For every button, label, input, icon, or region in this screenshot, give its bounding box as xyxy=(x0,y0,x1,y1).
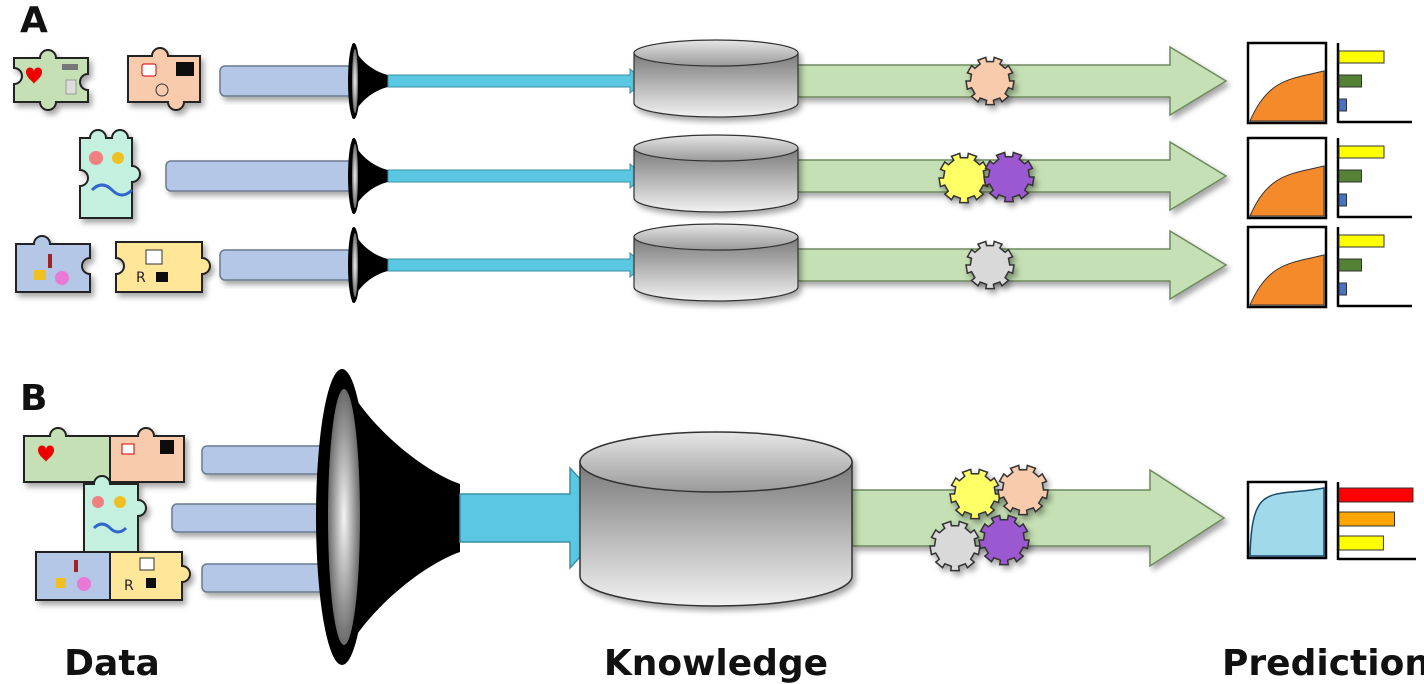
funnel-small xyxy=(348,227,388,303)
pill-icon xyxy=(34,270,46,280)
chart-icon xyxy=(74,560,78,572)
puzzle-piece-yellow xyxy=(109,551,191,601)
puzzle-piece-peach xyxy=(109,427,185,483)
speech-bubble-icon xyxy=(160,440,174,454)
dna-icon xyxy=(92,522,128,534)
brain-icon xyxy=(89,151,103,165)
prediction-bar xyxy=(1338,145,1385,159)
data-label: Data xyxy=(64,643,160,684)
knowledge-database xyxy=(633,39,799,118)
prediction-bar xyxy=(1338,74,1362,88)
pipeline-row xyxy=(219,39,1412,125)
gear-icon xyxy=(997,464,1049,516)
prediction-bar xyxy=(1338,258,1362,272)
prediction-bar xyxy=(1338,98,1347,112)
gear-icon xyxy=(929,520,981,572)
brain-pink-icon xyxy=(55,271,69,285)
prediction-bar xyxy=(1338,535,1384,551)
knowledge-database-large xyxy=(579,431,853,607)
panel-a: R xyxy=(13,39,1412,309)
brain-pink-icon xyxy=(77,577,91,591)
flow-arrow xyxy=(387,162,645,190)
knowledge-label: Knowledge xyxy=(604,643,828,684)
prediction-output-b xyxy=(1246,480,1416,561)
gear-icon xyxy=(949,468,1001,520)
input-bar xyxy=(219,249,361,281)
flow-arrow xyxy=(387,251,645,279)
puzzle-piece-mint xyxy=(83,475,147,553)
network-icon xyxy=(155,83,169,97)
flow-arrow xyxy=(387,67,645,95)
brain-icon xyxy=(92,496,104,508)
phone-icon xyxy=(121,443,135,455)
panel-b: R xyxy=(23,369,1416,665)
accuracy-curve xyxy=(1249,254,1325,306)
pipeline-row xyxy=(165,134,1412,220)
input-bar xyxy=(219,65,361,97)
pipeline-row xyxy=(219,223,1412,309)
knowledge-database xyxy=(633,223,799,302)
puzzle-piece-blue xyxy=(35,551,111,601)
accuracy-curve xyxy=(1249,487,1325,557)
accuracy-curve xyxy=(1249,165,1325,217)
speech-bubble-icon xyxy=(176,62,194,76)
funnel-small xyxy=(348,43,388,119)
document-icon xyxy=(139,557,155,571)
accuracy-curve xyxy=(1249,70,1325,122)
funnel-large xyxy=(316,369,460,665)
prediction-bar xyxy=(1338,169,1362,183)
document-icon xyxy=(145,249,163,265)
dna-icon xyxy=(90,183,134,197)
puzzle-piece-peach xyxy=(127,47,201,111)
gear-icon xyxy=(938,152,990,204)
svg-text:R: R xyxy=(136,270,146,286)
money-icon xyxy=(65,79,77,95)
gear-icon xyxy=(965,56,1015,106)
svg-text:R: R xyxy=(124,578,134,594)
heart-icon xyxy=(26,67,42,84)
gun-icon xyxy=(62,64,78,70)
chart-icon xyxy=(48,254,52,268)
input-bar xyxy=(165,160,361,192)
puzzle-piece-green xyxy=(13,49,89,111)
puzzle-piece-blue xyxy=(15,235,91,293)
prediction-bar xyxy=(1338,234,1385,248)
prediction-bar xyxy=(1338,511,1395,527)
prediction-bar xyxy=(1338,282,1347,296)
panel-a-label: A xyxy=(20,0,48,41)
pill-icon xyxy=(56,578,66,588)
gear-icon xyxy=(965,240,1015,290)
prediction-bar xyxy=(1338,487,1414,503)
heart-icon xyxy=(38,445,54,462)
bulb-icon xyxy=(114,496,126,508)
puzzle-piece-yellow: R xyxy=(115,241,211,293)
gear-icon xyxy=(983,151,1035,203)
puzzle-piece-mint xyxy=(79,129,141,219)
puzzle-cluster: R xyxy=(23,427,191,601)
gear-icon xyxy=(978,514,1030,566)
person-icon xyxy=(156,272,168,282)
bulb-icon xyxy=(112,152,124,164)
person-icon xyxy=(146,578,156,588)
knowledge-database xyxy=(633,134,799,213)
prediction-label: Prediction xyxy=(1222,643,1424,684)
prediction-bar xyxy=(1338,193,1347,207)
panel-b-label: B xyxy=(20,378,47,419)
funnel-small xyxy=(348,138,388,214)
puzzle-piece-green xyxy=(23,427,113,483)
prediction-bar xyxy=(1338,50,1385,64)
phone-icon xyxy=(141,63,157,77)
